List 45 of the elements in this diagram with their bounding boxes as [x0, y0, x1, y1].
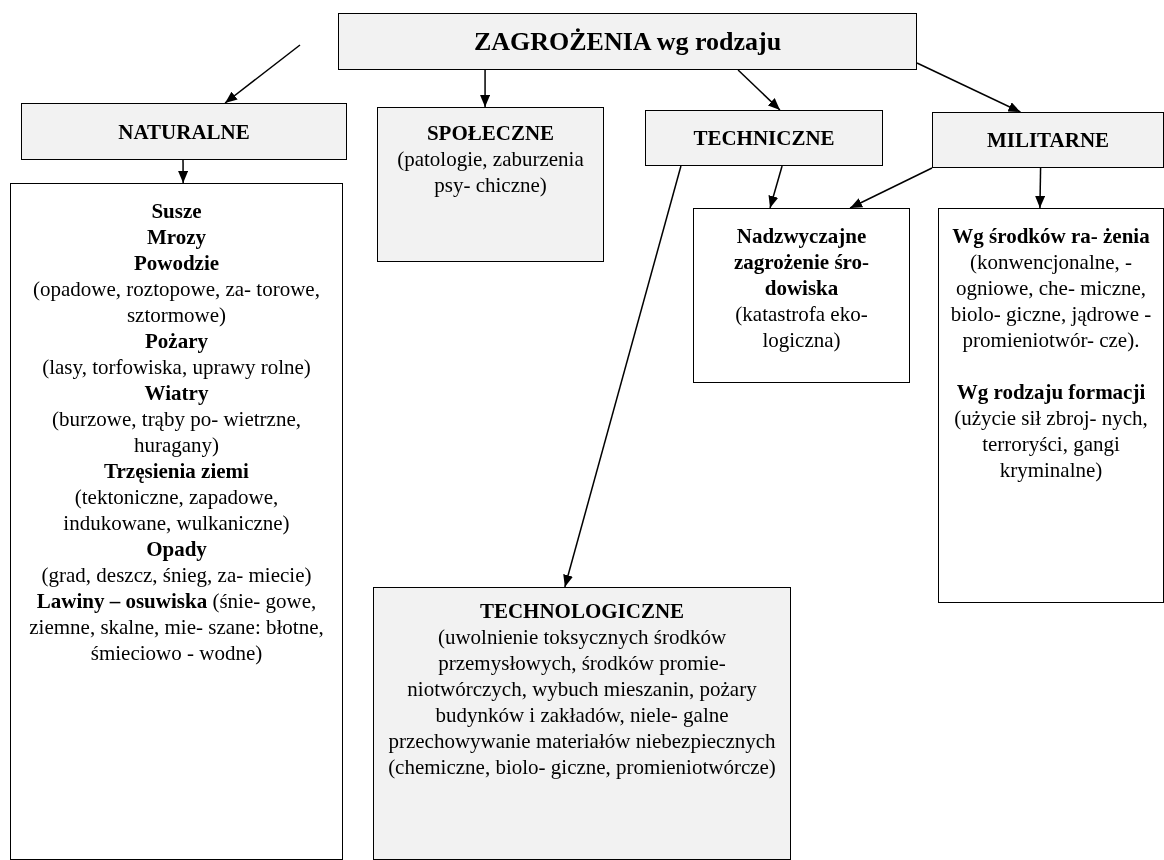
arrow [737, 69, 781, 111]
box-text: (tektoniczne, zapadowe, indukowane, wulkaniczne) [62, 484, 291, 536]
box-heading: Trzęsienia ziemi [103, 458, 250, 484]
box-text: (uwolnienie toksycznych środków przemysłowych, środków promie- niotwórczych, wybuch mieszanin, pożary budynków i zakładów, niele- galne przechowywanie materiałów niebezpiecznych (chemiczne, biolo- giczne, promieniotwórcze) [387, 624, 777, 780]
arrow [178, 159, 189, 184]
box-heading: Wiatry [143, 380, 210, 406]
arrow [224, 44, 301, 104]
category-box [932, 112, 1164, 168]
arrow [916, 62, 1022, 113]
box-heading: Opady [145, 536, 208, 562]
box-heading: NATURALNE [117, 118, 251, 145]
category-box [377, 107, 604, 262]
box-heading: ZAGROŻENIA wg rodzaju [472, 25, 783, 58]
box-heading: Wg środków ra- żenia [951, 223, 1151, 249]
box-text: (konwencjonalne, - ogniowe, che- miczne, biolo- giczne, jądrowe - promieniotwór- cze). [949, 249, 1153, 353]
box-heading: MILITARNE [985, 127, 1111, 153]
category-box [21, 103, 347, 160]
box-text: (lasy, torfowiska, uprawy rolne) [41, 354, 312, 380]
arrow [849, 167, 933, 209]
box-text: (patologie, zaburzenia psy- chiczne) [396, 146, 585, 198]
box-heading: TECHNOLOGICZNE [478, 598, 686, 624]
box-heading: Susze [150, 198, 203, 224]
box-text: (grad, deszcz, śnieg, za- miecie) [40, 562, 313, 588]
box-heading: Pożary [144, 328, 209, 354]
box-text: (burzowe, trąby po- wietrzne, huragany) [51, 406, 302, 458]
box-heading: Mrozy [145, 224, 208, 250]
description-box [10, 183, 343, 860]
description-box [693, 208, 910, 383]
box-heading: Powodzie [132, 250, 221, 276]
box-heading: TECHNICZNE [692, 125, 836, 151]
category-box [373, 587, 791, 860]
arrow [480, 69, 491, 108]
arrow [1035, 167, 1046, 209]
box-heading: Wg rodzaju formacji [955, 379, 1147, 405]
box-text: (użycie sił zbroj- nych, terroryści, gangi kryminalne) [953, 405, 1149, 483]
category-box [645, 110, 883, 166]
category-box [338, 13, 917, 70]
box-text: Lawiny – osuwiska (śnie- gowe, ziemne, skalne, mie- szane: błotne, śmieciowo - wodne) [28, 588, 325, 666]
arrow [768, 165, 783, 209]
box-text: (katastrofa eko- logiczna) [734, 301, 869, 353]
arrow [563, 165, 682, 588]
description-box [938, 208, 1164, 603]
box-heading: Nadzwyczajne zagrożenie śro- dowiska [732, 223, 871, 301]
box-heading: SPOŁECZNE [425, 120, 556, 146]
box-text: (opadowe, roztopowe, za- torowe, sztormowe) [32, 276, 321, 328]
